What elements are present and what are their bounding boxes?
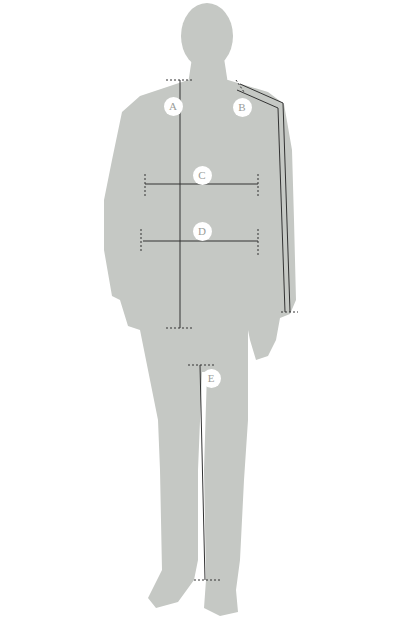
callout-circle: E: [202, 369, 221, 388]
callout-circle: B: [233, 98, 252, 117]
callout-letter: D: [198, 226, 206, 237]
callout-circle: A: [164, 97, 183, 116]
callout-letter: E: [208, 373, 215, 384]
callout-letter: C: [198, 170, 205, 181]
callout-letter: A: [169, 101, 177, 112]
callout-circle: C: [193, 166, 212, 185]
callout-letter: B: [238, 102, 245, 113]
callout-circle: D: [193, 222, 212, 241]
